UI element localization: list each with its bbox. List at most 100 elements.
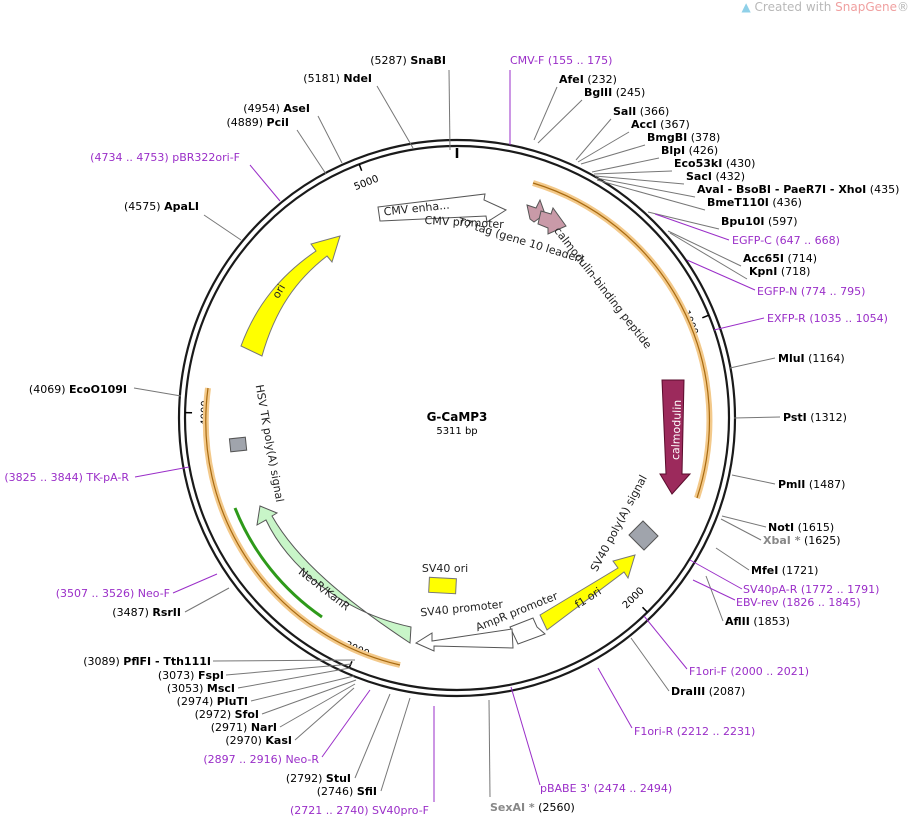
primer-cmv-f: CMV-F (155 .. 175) xyxy=(510,54,612,67)
site-bglii: BglII (245) xyxy=(584,86,645,99)
site-leader-line xyxy=(279,683,356,728)
site-asei: (4954) AseI xyxy=(243,102,310,115)
orf-arc-neo xyxy=(202,387,401,668)
site-leader-line xyxy=(591,157,660,173)
site-nari: (2971) NarI xyxy=(211,721,277,734)
site-leader-line xyxy=(594,175,685,185)
site-acci: AccI (367) xyxy=(631,118,690,131)
tick-label: 5000 xyxy=(353,174,381,193)
feature-sv40-promoter xyxy=(414,628,514,652)
feature-hsv-tk-polya-signal xyxy=(228,436,248,453)
site-bmgbi: BmgBI (378) xyxy=(647,131,720,144)
site-leader-line xyxy=(593,170,673,175)
plasmid-name: G-CaMP3 xyxy=(427,410,488,424)
feature-f1-ori xyxy=(539,554,636,631)
tick-mark xyxy=(358,163,363,172)
site-eco53ki: Eco53kI (430) xyxy=(674,157,755,170)
primer-neo-r: (2897 .. 2916) Neo-R xyxy=(203,753,319,766)
site-leader-line xyxy=(720,518,762,541)
orf-arc-green xyxy=(233,507,323,619)
feature-calmodulin xyxy=(659,379,692,495)
site-bpu10i: Bpu10I (597) xyxy=(721,215,798,228)
site-leader-line xyxy=(237,667,351,689)
primer-tk-pa-r: (3825 .. 3844) TK-pA-R xyxy=(4,471,129,484)
primer-f1ori-r: F1ori-R (2212 .. 2231) xyxy=(634,725,755,738)
credit-prefix: Created with xyxy=(754,0,836,14)
site-rsrii: (3487) RsrII xyxy=(112,606,181,619)
feature-label-sv40-ori: SV40 ori xyxy=(422,562,468,575)
backbone-inner-strand xyxy=(183,144,731,692)
feature-label-calmodulin: calmodulin xyxy=(669,399,684,460)
feature-ori xyxy=(240,235,341,357)
site-leader-line xyxy=(647,211,720,230)
site-leader-line xyxy=(380,697,411,792)
feature-neor-kanr xyxy=(256,505,412,644)
site-mlui: MluI (1164) xyxy=(778,352,845,365)
credit-logo-icon: ▲ xyxy=(741,0,751,14)
site-leader-line xyxy=(488,699,491,798)
primer-leader-line xyxy=(692,579,736,601)
site-leader-line xyxy=(575,118,612,161)
site-sfii: (2746) SfiI xyxy=(317,785,377,798)
primer-leader-line xyxy=(713,317,765,331)
site-sali: SalI (366) xyxy=(613,105,669,118)
site-snabi: (5287) SnaBI xyxy=(370,54,446,67)
site-leader-line xyxy=(595,177,696,198)
primer-leader-line xyxy=(654,213,730,241)
site-leader-line xyxy=(630,637,670,692)
primer-leader-line xyxy=(689,559,743,590)
site-pcii: (4889) PciI xyxy=(226,116,289,129)
site-psti: PstI (1312) xyxy=(783,411,847,424)
feature-label-hsv-tk-polya-signal: HSV TK poly(A) signal xyxy=(253,384,286,504)
site-leader-line xyxy=(296,129,327,175)
site-pmli: PmlI (1487) xyxy=(778,478,845,491)
primer-exfp-r: EXFP-R (1035 .. 1054) xyxy=(767,312,888,325)
site-leader-line xyxy=(448,69,451,151)
site-leader-line xyxy=(203,214,242,241)
primer-pbr322ori-f: (4734 .. 4753) pBR322ori-F xyxy=(90,151,240,164)
site-avai-group: AvaI - BsoBI - PaeR7I - XhoI (435) xyxy=(697,183,899,196)
site-xbai: XbaI * (1625) xyxy=(763,534,841,547)
primer-leader-line xyxy=(686,259,756,291)
site-pluti: (2974) PluTI xyxy=(177,695,248,708)
feature-sv40-polya-signal xyxy=(628,520,659,551)
site-pflfi-tth111i: (3089) PflFI - Tth111I xyxy=(83,655,211,668)
site-leader-line xyxy=(294,687,355,741)
credit-brand: SnapGene xyxy=(835,0,897,14)
feature-label-ori: ori xyxy=(270,282,288,301)
primer-egfp-c: EGFP-C (647 .. 668) xyxy=(732,234,840,247)
feature-label-cmv-promoter: CMV promoter xyxy=(424,214,504,231)
site-sfoi: (2972) SfoI xyxy=(195,708,259,721)
site-acc65i: Acc65I (714) xyxy=(743,252,817,265)
primer-ebv-rev: EBV-rev (1826 .. 1845) xyxy=(736,596,861,609)
primers: CMV-F (155 .. 175) (4734 .. 4753) pBR322… xyxy=(4,54,888,817)
restriction-sites: (5287) SnaBI (5181) NdeI (4954) AseI (48… xyxy=(29,54,899,814)
site-blpi: BlpI (426) xyxy=(661,144,718,157)
leader-lines xyxy=(133,69,781,802)
site-leader-line xyxy=(721,515,767,528)
site-ndei: (5181) NdeI xyxy=(303,72,372,85)
site-kpni: KpnI (718) xyxy=(749,265,810,278)
primer-sv40pa-r: SV40pA-R (1772 .. 1791) xyxy=(743,583,879,596)
site-msci: (3053) MscI xyxy=(167,682,235,695)
site-leader-line xyxy=(669,232,748,280)
site-leader-line xyxy=(533,86,558,141)
feature-sv40-ori xyxy=(428,576,457,595)
site-leader-line xyxy=(537,99,583,144)
primer-leader-line xyxy=(134,466,190,478)
site-leader-line xyxy=(133,387,182,397)
snapgene-credit: ▲ Created with SnapGene® xyxy=(741,0,909,14)
feature-ampr-promoter xyxy=(509,617,546,645)
site-stui: (2792) StuI xyxy=(286,772,351,785)
site-leader-line xyxy=(667,230,742,267)
primer-egfp-n: EGFP-N (774 .. 795) xyxy=(757,285,865,298)
site-leader-line xyxy=(733,416,781,419)
primer-leader-line xyxy=(321,689,371,758)
primer-leader-line xyxy=(643,615,688,670)
primer-leader-line xyxy=(597,667,633,729)
tick-mark xyxy=(702,314,710,319)
site-leader-line xyxy=(731,474,776,485)
site-leader-line xyxy=(705,575,724,622)
site-leader-line xyxy=(577,131,630,163)
